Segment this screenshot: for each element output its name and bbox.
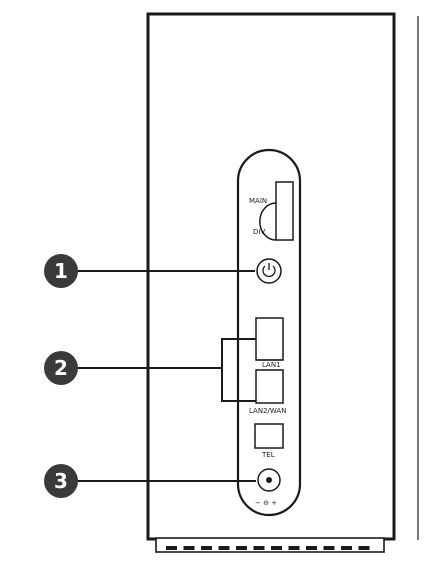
base-vent-slot — [323, 546, 335, 550]
lan2-wan-port[interactable] — [255, 369, 284, 404]
callout-1-number: 1 — [54, 259, 68, 283]
callout-2-badge — [44, 351, 78, 385]
base-vent-slot — [183, 546, 195, 550]
tel-label: TEL — [261, 451, 275, 459]
lan2-wan-label: LAN2/WAN — [249, 407, 286, 415]
power-button[interactable] — [256, 258, 282, 284]
callout-2: 2 — [44, 351, 78, 385]
base-vent-slot — [306, 546, 317, 550]
base-vent-slot — [236, 546, 247, 550]
base-vent-slot — [358, 546, 370, 550]
port-panel: MAIN DIV LAN1 LAN2/WAN TEL — [236, 148, 302, 517]
base-vent-slots — [166, 546, 370, 550]
callout-lines — [76, 270, 256, 482]
base-vent-slot — [253, 546, 265, 550]
power-icon — [262, 263, 276, 278]
callout-1: 1 — [44, 254, 78, 288]
base-vent-slot — [218, 546, 230, 550]
lan1-label: LAN1 — [262, 361, 281, 369]
base-vent-slot — [288, 546, 300, 550]
callout-2-bracket — [221, 338, 256, 402]
power-button-ring[interactable] — [256, 258, 282, 284]
base-vent-slot — [201, 546, 212, 550]
callout-1-badge — [44, 254, 78, 288]
base-vent-slot — [166, 546, 177, 550]
callout-2-number: 2 — [54, 356, 68, 380]
lan-ports: LAN1 LAN2/WAN — [249, 317, 286, 415]
main-label: MAIN — [249, 197, 267, 205]
callout-3-number: 3 — [54, 469, 68, 493]
dc-power-jack[interactable]: − ⊖ + — [255, 468, 281, 507]
lan1-port[interactable] — [255, 317, 284, 361]
base-vent-slot — [271, 546, 282, 550]
base-vent-slot — [341, 546, 352, 550]
div-label: DIV — [253, 228, 265, 236]
callout-3: 3 — [44, 464, 78, 498]
dc-polarity-label: − ⊖ + — [255, 499, 277, 507]
router-base — [155, 537, 385, 553]
div-antenna-port[interactable] — [259, 202, 277, 241]
tel-port[interactable] — [254, 423, 284, 449]
tel-port-group: TEL — [254, 423, 284, 459]
power-icon-arc — [262, 265, 276, 278]
main-antenna-port[interactable] — [275, 181, 294, 241]
dc-jack-pin — [266, 477, 272, 483]
callout-3-badge — [44, 464, 78, 498]
antenna-ports: MAIN DIV — [249, 181, 294, 241]
